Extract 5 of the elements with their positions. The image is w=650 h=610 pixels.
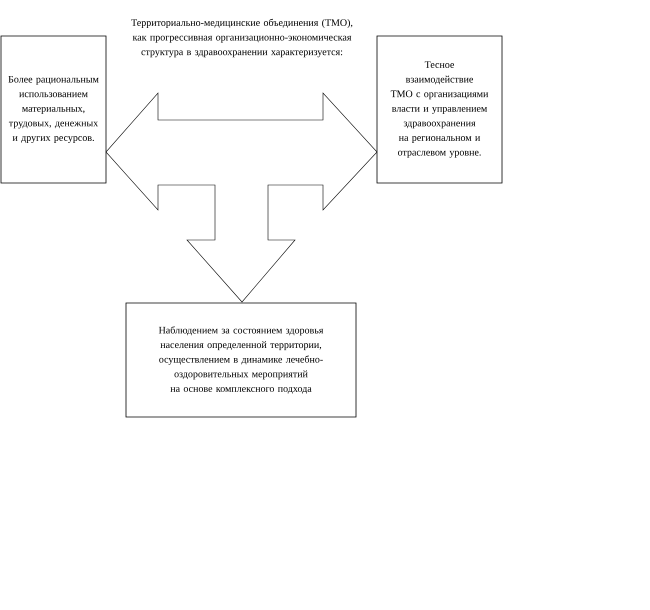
block-arrow (106, 92, 378, 302)
text-box: Тесное взаимодействие ТМО с организациями власти и управлением здравоохранения на региональном и отраслевом уровне. (376, 36, 502, 184)
text-box: Наблюдением за состоянием здоровья населения определенной территории, осуществлением в динамике лечебно-оздоровительных мероприятий на основе комплексного подхода (126, 302, 356, 418)
text-box: Более рациональным использованием материальных, трудовых, денежных и других ресурсов. (0, 36, 106, 184)
heading-text: Территориально-медицинские объединения (ТМО), как прогрессивная организационно-экономическая структура в здравоохранении характеризуется: (131, 18, 352, 58)
